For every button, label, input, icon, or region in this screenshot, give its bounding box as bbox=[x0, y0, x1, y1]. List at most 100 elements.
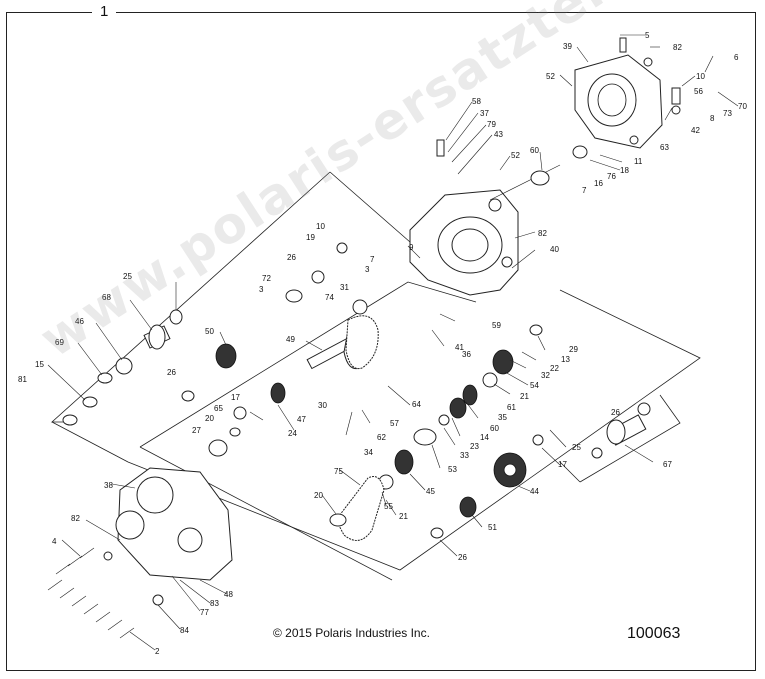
callout-leaders bbox=[47, 34, 739, 651]
callout-26d: 26 bbox=[458, 553, 467, 562]
callout-2: 2 bbox=[155, 647, 160, 656]
callout-77: 77 bbox=[200, 608, 209, 617]
callout-36: 36 bbox=[462, 350, 471, 359]
callout-7: 7 bbox=[582, 186, 587, 195]
callout-69: 69 bbox=[55, 338, 64, 347]
callout-55: 55 bbox=[384, 502, 393, 511]
callout-84: 84 bbox=[180, 626, 189, 635]
callout-26c: 26 bbox=[611, 408, 620, 417]
callout-6: 6 bbox=[734, 53, 739, 62]
callout-59: 59 bbox=[492, 321, 501, 330]
callout-74: 74 bbox=[325, 293, 334, 302]
page-number: 1 bbox=[92, 3, 117, 20]
callout-76: 76 bbox=[607, 172, 616, 181]
callout-53: 53 bbox=[448, 465, 457, 474]
callout-26b: 26 bbox=[167, 368, 176, 377]
callout-44: 44 bbox=[530, 487, 539, 496]
callout-75: 75 bbox=[334, 467, 343, 476]
copyright-notice: © 2015 Polaris Industries Inc. bbox=[273, 626, 430, 640]
callout-67: 67 bbox=[663, 460, 672, 469]
drive-chain bbox=[329, 315, 385, 541]
callout-29: 29 bbox=[569, 345, 578, 354]
callout-65: 65 bbox=[214, 404, 223, 413]
callout-39: 39 bbox=[563, 42, 572, 51]
callout-46: 46 bbox=[75, 317, 84, 326]
callout-57: 57 bbox=[390, 419, 399, 428]
callout-18: 18 bbox=[620, 166, 629, 175]
callout-26: 26 bbox=[287, 253, 296, 262]
output-shaft-group bbox=[62, 309, 183, 426]
callout-38: 38 bbox=[104, 481, 113, 490]
callout-51: 51 bbox=[488, 523, 497, 532]
callout-48: 48 bbox=[224, 590, 233, 599]
callout-43: 43 bbox=[494, 130, 503, 139]
callout-47: 47 bbox=[297, 415, 306, 424]
diagram-id: 100063 bbox=[627, 625, 681, 642]
callout-23: 23 bbox=[470, 442, 479, 451]
callout-10b: 10 bbox=[316, 222, 325, 231]
callout-labels: 5 82 39 6 52 10 56 70 73 8 42 63 58 37 7… bbox=[18, 31, 747, 656]
rear-cover-assembly bbox=[574, 37, 681, 149]
callout-82: 82 bbox=[673, 43, 682, 52]
callout-52b: 52 bbox=[511, 151, 520, 160]
callout-24: 24 bbox=[288, 429, 297, 438]
callout-79: 79 bbox=[487, 120, 496, 129]
callout-50: 50 bbox=[205, 327, 214, 336]
callout-9: 9 bbox=[409, 243, 414, 252]
callout-25: 25 bbox=[123, 272, 132, 281]
callout-27: 27 bbox=[192, 426, 201, 435]
callout-64: 64 bbox=[412, 400, 421, 409]
callout-20: 20 bbox=[205, 414, 214, 423]
callout-15: 15 bbox=[35, 360, 44, 369]
callout-49: 49 bbox=[286, 335, 295, 344]
gear-stack bbox=[378, 324, 651, 539]
callout-22: 22 bbox=[550, 364, 559, 373]
callout-20b: 20 bbox=[314, 491, 323, 500]
callout-63: 63 bbox=[660, 143, 669, 152]
callout-33: 33 bbox=[460, 451, 469, 460]
callout-42: 42 bbox=[691, 126, 700, 135]
callout-37: 37 bbox=[480, 109, 489, 118]
callout-17: 17 bbox=[231, 393, 240, 402]
callout-60: 60 bbox=[530, 146, 539, 155]
callout-32: 32 bbox=[541, 371, 550, 380]
callout-70: 70 bbox=[738, 102, 747, 111]
diagram-frame bbox=[6, 12, 756, 671]
callout-41: 41 bbox=[455, 343, 464, 352]
callout-52: 52 bbox=[546, 72, 555, 81]
callout-21: 21 bbox=[520, 392, 529, 401]
callout-60b: 60 bbox=[490, 424, 499, 433]
callout-61: 61 bbox=[507, 403, 516, 412]
callout-4: 4 bbox=[52, 537, 57, 546]
callout-5: 5 bbox=[645, 31, 650, 40]
callout-14: 14 bbox=[480, 433, 489, 442]
callout-8: 8 bbox=[710, 114, 715, 123]
callout-31: 31 bbox=[340, 283, 349, 292]
callout-16: 16 bbox=[594, 179, 603, 188]
callout-35: 35 bbox=[498, 413, 507, 422]
callout-19: 19 bbox=[306, 233, 315, 242]
front-case-assembly bbox=[103, 467, 233, 606]
case-bolts bbox=[47, 547, 135, 639]
callout-72: 72 bbox=[262, 274, 271, 283]
callout-82b: 82 bbox=[538, 229, 547, 238]
callout-30: 30 bbox=[318, 401, 327, 410]
callout-40: 40 bbox=[550, 245, 559, 254]
callout-54: 54 bbox=[530, 381, 539, 390]
callout-45: 45 bbox=[426, 487, 435, 496]
callout-13: 13 bbox=[561, 355, 570, 364]
callout-10: 10 bbox=[696, 72, 705, 81]
callout-7b: 7 bbox=[370, 255, 375, 264]
callout-68: 68 bbox=[102, 293, 111, 302]
callout-62: 62 bbox=[377, 433, 386, 442]
main-gearcase bbox=[409, 139, 588, 296]
callout-73: 73 bbox=[723, 109, 732, 118]
callout-3: 3 bbox=[259, 285, 264, 294]
callout-81: 81 bbox=[18, 375, 27, 384]
callout-58: 58 bbox=[472, 97, 481, 106]
callout-56: 56 bbox=[694, 87, 703, 96]
callout-83: 83 bbox=[210, 599, 219, 608]
callout-3b: 3 bbox=[365, 265, 370, 274]
callout-34: 34 bbox=[364, 448, 373, 457]
